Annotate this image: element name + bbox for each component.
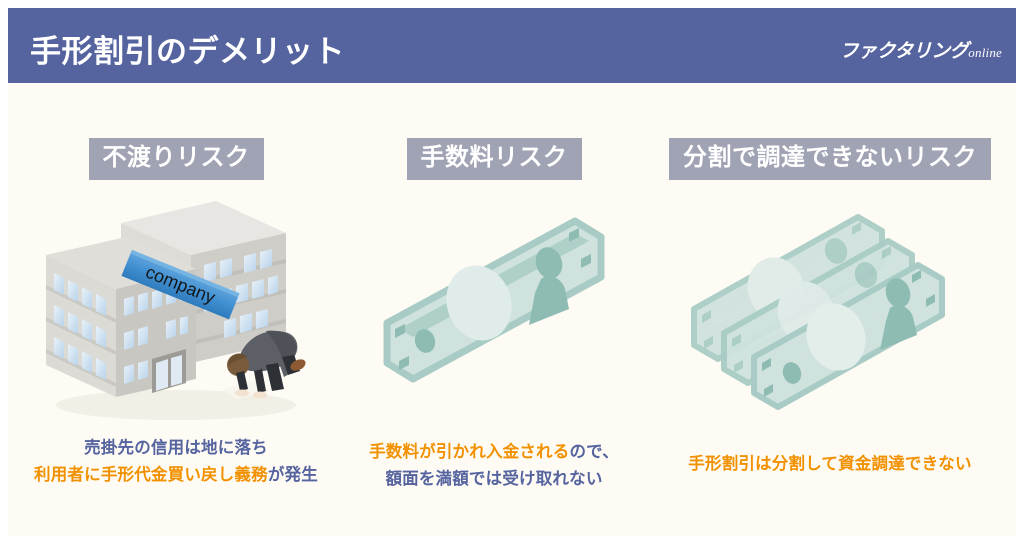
risk-column-bunkatsu: 分割で調達できないリスク bbox=[644, 83, 1016, 536]
illustration-single-banknote bbox=[344, 193, 644, 428]
illustration-company-building: company bbox=[8, 193, 344, 428]
caption-segment: が発生 bbox=[267, 465, 318, 484]
page-header: 手形割引のデメリット ファクタリングonline bbox=[8, 8, 1016, 83]
caption-line: 額面を満額では受け取れない bbox=[344, 466, 644, 493]
page-title: 手形割引のデメリット bbox=[30, 34, 345, 69]
band-wrap-bunkatsu: 分割で調達できないリスク bbox=[644, 138, 1016, 180]
risk-columns: 不渡りリスク bbox=[8, 83, 1016, 536]
banknote-single bbox=[383, 217, 605, 383]
caption-line: 利用者に手形代金買い戻し義務が発生 bbox=[8, 462, 344, 489]
caption-segment: 利用者に手形代金買い戻し義務 bbox=[34, 465, 268, 484]
caption-segment: 手形割引は分割して資金調達できない bbox=[688, 455, 972, 473]
caption-segment: 額面を満額では受け取れない bbox=[385, 469, 603, 488]
risk-band-label-fuwatari: 不渡りリスク bbox=[88, 138, 264, 180]
caption-segment: ので、 bbox=[569, 443, 619, 461]
brand-logo: ファクタリングonline bbox=[840, 36, 1002, 63]
risk-caption-fuwatari: 売掛先の信用は地に落ち 利用者に手形代金買い戻し義務が発生 bbox=[8, 435, 344, 488]
risk-caption-bunkatsu: 手形割引は分割して資金調達できない bbox=[644, 451, 1016, 478]
caption-segment: 売掛先の信用は地に落ち bbox=[84, 439, 268, 457]
risk-band-label-bunkatsu: 分割で調達できないリスク bbox=[669, 138, 991, 180]
risk-column-tesuryo: 手数料リスク bbox=[344, 83, 644, 536]
caption-segment: 手数料が引かれ入金される bbox=[369, 443, 570, 461]
band-wrap-tesuryo: 手数料リスク bbox=[344, 138, 644, 180]
caption-line: 手数料が引かれ入金されるので、 bbox=[344, 439, 644, 466]
company-building-icon: company bbox=[46, 201, 306, 420]
risk-band-label-tesuryo: 手数料リスク bbox=[406, 138, 582, 180]
banknote-icon bbox=[383, 217, 605, 383]
band-wrap-fuwatari: 不渡りリスク bbox=[8, 138, 344, 180]
risk-column-fuwatari: 不渡りリスク bbox=[8, 83, 344, 536]
caption-line: 売掛先の信用は地に落ち bbox=[8, 435, 344, 462]
banknote-stack-icon bbox=[691, 214, 945, 410]
infographic-root: 手形割引のデメリット ファクタリングonline 不渡りリスク bbox=[8, 8, 1016, 536]
banknote-front bbox=[751, 262, 945, 410]
brand-logo-main: ファクタリング bbox=[839, 41, 969, 62]
illustration-stacked-banknotes bbox=[644, 193, 1016, 428]
caption-line: 手形割引は分割して資金調達できない bbox=[644, 451, 1016, 478]
bowing-person-icon bbox=[227, 330, 306, 399]
risk-caption-tesuryo: 手数料が引かれ入金されるので、 額面を満額では受け取れない bbox=[344, 439, 644, 492]
brand-logo-sub: online bbox=[968, 45, 1002, 60]
